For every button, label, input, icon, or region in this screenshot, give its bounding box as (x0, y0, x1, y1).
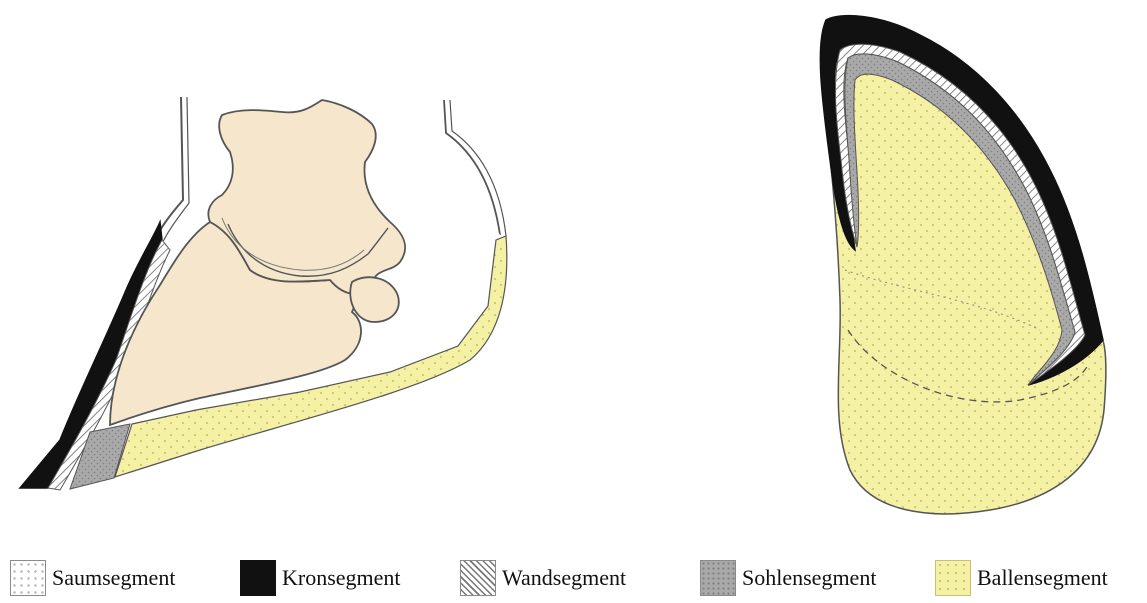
legend-item-saum: Saumsegment (10, 558, 175, 598)
legend-item-sohle: Sohlensegment (700, 558, 876, 598)
legend: Saumsegment Kronsegment Wandsegment Sohl… (0, 558, 1147, 598)
legend-label-ballen: Ballensegment (977, 565, 1108, 591)
pastern-front-outline (152, 97, 183, 245)
hoof-diagram (0, 0, 1147, 550)
kron-swatch-icon (240, 560, 276, 596)
legend-item-kron: Kronsegment (240, 558, 401, 598)
legend-label-sohle: Sohlensegment (742, 565, 876, 591)
sohle-swatch-icon (700, 560, 736, 596)
wand-swatch-icon (460, 560, 496, 596)
legend-item-ballen: Ballensegment (935, 558, 1108, 598)
hoof-side-view (20, 97, 507, 490)
legend-label-kron: Kronsegment (282, 565, 401, 591)
legend-item-wand: Wandsegment (460, 558, 626, 598)
legend-label-wand: Wandsegment (502, 565, 626, 591)
hoof-sole-view (820, 16, 1106, 514)
legend-label-saum: Saumsegment (52, 565, 175, 591)
saum-swatch-icon (10, 560, 46, 596)
ballen-swatch-icon (935, 560, 971, 596)
